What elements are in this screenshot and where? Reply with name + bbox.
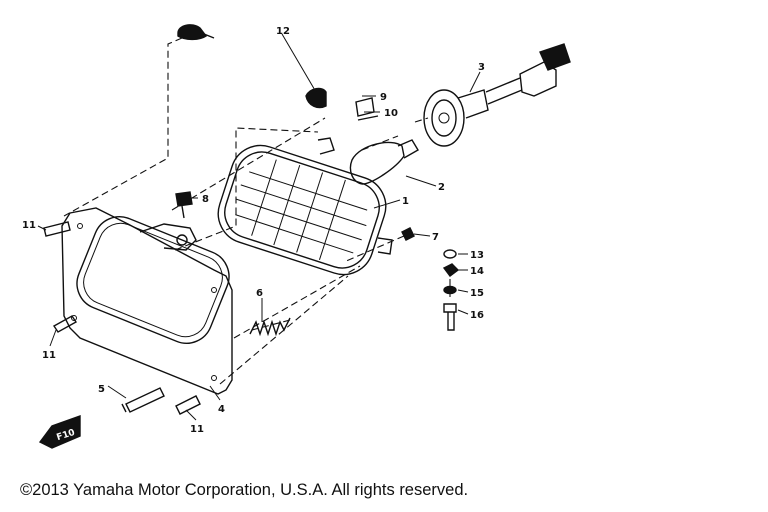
exploded-parts-diagram: F10 12 3 9 10 2 1 8 7 13 14 15 16 6 (22, 24, 571, 449)
part-9-10-clip (355, 97, 379, 121)
label-part-8: 8 (202, 194, 209, 205)
leader-lines (37, 33, 481, 421)
part-5-adjust-screw (121, 387, 165, 413)
part-7-nut (401, 227, 415, 241)
label-part-16: 16 (470, 310, 484, 321)
label-part-14: 14 (470, 266, 484, 277)
label-part-2: 2 (438, 182, 445, 193)
f10-logo: F10 (38, 415, 81, 449)
part-4-headlight-rim (61, 207, 233, 395)
part-number-labels: 12 3 9 10 2 1 8 7 13 14 15 16 6 11 11 5 … (22, 26, 485, 435)
label-part-9: 9 (380, 92, 387, 103)
assembly-lines (63, 37, 451, 385)
part-8-screw (175, 191, 193, 219)
label-part-11-left: 11 (42, 350, 56, 361)
label-part-6: 6 (256, 288, 263, 299)
label-part-3: 3 (478, 62, 485, 73)
part-6-spring (249, 317, 291, 337)
label-part-11-bottom: 11 (190, 424, 204, 435)
label-part-12: 12 (276, 26, 290, 37)
label-part-4: 4 (218, 404, 225, 415)
label-part-1: 1 (402, 196, 409, 207)
label-part-5: 5 (98, 384, 105, 395)
copyright-notice: ©2013 Yamaha Motor Corporation, U.S.A. A… (20, 481, 469, 499)
label-part-7: 7 (432, 232, 439, 243)
part-2-bulb (349, 139, 419, 185)
label-part-15: 15 (470, 288, 484, 299)
label-part-13: 13 (470, 250, 484, 261)
part-3-socket (423, 43, 571, 147)
part-12-cap (177, 24, 327, 109)
label-part-10: 10 (384, 108, 398, 119)
part-1-sealed-beam (217, 137, 393, 276)
parts-13-16-hardware (442, 249, 460, 331)
part-11-screws (43, 221, 201, 415)
label-part-11-top: 11 (22, 220, 36, 231)
